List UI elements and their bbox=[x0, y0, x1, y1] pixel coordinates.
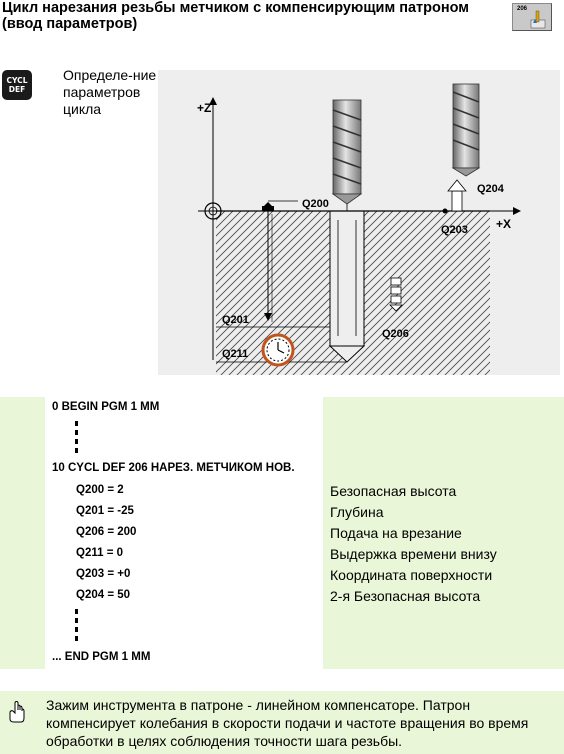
param-line-q200: Q200 = 2 bbox=[76, 484, 124, 496]
z-axis-label: +Z bbox=[197, 101, 211, 115]
param-line-q203: Q203 = +0 bbox=[76, 568, 131, 580]
q203-label: Q203 bbox=[441, 224, 468, 236]
feed-indicator bbox=[389, 277, 403, 312]
param-line-q201: Q201 = -25 bbox=[76, 505, 134, 517]
param-line-q204: Q204 = 50 bbox=[76, 589, 131, 601]
param-desc-q201: Глубина bbox=[330, 504, 384, 520]
param-line-q206: Q206 = 200 bbox=[76, 526, 137, 538]
param-desc-q206: Подача на врезание bbox=[330, 525, 462, 541]
program-end-line: ... END PGM 1 MM bbox=[52, 651, 151, 663]
softkey-button[interactable]: 206 bbox=[512, 3, 552, 31]
q206-label: Q206 bbox=[382, 328, 409, 340]
tapping-cycle-diagram: +Z +X Q200 Q201 Q211 Q206 Q203 Q204 bbox=[158, 70, 560, 375]
tapping-softkey-icon bbox=[530, 10, 546, 29]
cycle-def-line: 10 CYCL DEF 206 НАРЕЗ. МЕТЧИКОМ НОВ. bbox=[52, 462, 295, 474]
note-text: Зажим инструмента в патроне - линейном к… bbox=[46, 697, 529, 749]
q211-label: Q211 bbox=[222, 348, 248, 360]
program-begin-line: 0 BEGIN PGM 1 MM bbox=[52, 401, 160, 413]
page-title: Цикл нарезания резьбы метчиком с компенс… bbox=[2, 0, 470, 32]
cycl-def-key[interactable]: CYCL DEF bbox=[2, 70, 32, 100]
x-axis-label: +X bbox=[496, 217, 511, 231]
param-desc-q204: 2-я Безопасная высота bbox=[330, 588, 481, 604]
softkey-label: 206 bbox=[517, 6, 528, 12]
cycl-key-line1: CYCL bbox=[6, 76, 28, 85]
q204-label: Q204 bbox=[477, 183, 505, 195]
q201-label: Q201 bbox=[222, 314, 249, 326]
pointing-hand-icon bbox=[9, 701, 25, 723]
ellipsis-dots bbox=[75, 609, 78, 645]
ellipsis-dots bbox=[75, 421, 78, 457]
nc-program-listing: 0 BEGIN PGM 1 MM 10 CYCL DEF 206 НАРЕЗ. … bbox=[45, 397, 323, 669]
cycl-key-line2: DEF bbox=[8, 85, 26, 94]
param-desc-q211: Выдержка времени внизу bbox=[330, 546, 497, 562]
dwell-clock-icon bbox=[261, 333, 295, 367]
origin-marker bbox=[204, 202, 222, 220]
side-caption: Определе-ние параметров цикла bbox=[63, 67, 157, 117]
param-desc-q203: Координата поверхности bbox=[330, 567, 493, 583]
note-box: Зажим инструмента в патроне - линейном к… bbox=[0, 691, 564, 754]
q200-label: Q200 bbox=[302, 198, 329, 210]
param-line-q211: Q211 = 0 bbox=[76, 547, 123, 559]
param-desc-q200: Безопасная высота bbox=[330, 483, 457, 499]
